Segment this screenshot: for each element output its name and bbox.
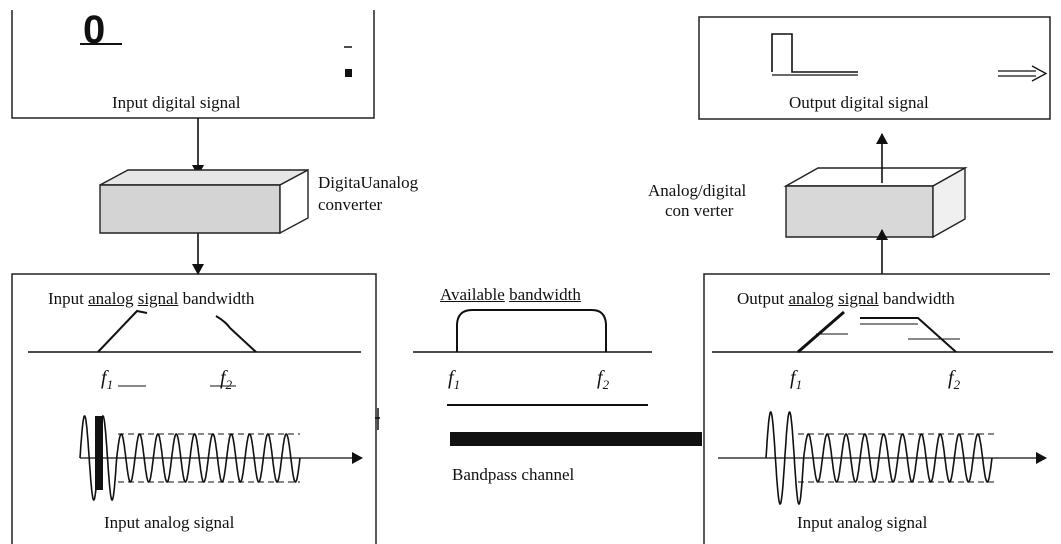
dac-block [99,168,309,235]
adc-label-line2: con verter [665,201,734,220]
right-band-rise [797,310,845,354]
channel-passband [456,309,607,352]
bandpass-channel-bar [450,432,702,446]
right-band-top [860,317,957,353]
right-analog-waveform [718,411,1047,505]
left-panel-caption: Input analog signal [104,513,235,532]
right-f2-label: f2 [948,367,961,392]
output-digital-signal-box [698,16,1051,120]
adc-block [783,166,968,239]
bandpass-channel-label: Bandpass channel [452,465,575,484]
input-digital-signal-label: Input digital signal [112,93,241,112]
pulse-waveform [771,33,858,76]
right-panel [703,273,1053,544]
right-f1-label: f1 [790,367,803,392]
dac-label-line2: converter [318,195,383,214]
left-band-rise [97,309,148,353]
left-panel-title: Input analog signal bandwidth [48,289,255,308]
left-analog-waveform [79,415,363,501]
left-f1-label: f1 [101,367,114,392]
middle-f2-label: f2 [597,367,610,392]
left-band-fall [215,315,257,353]
input-digital-signal-box [11,10,375,119]
right-panel-title: Output analog signal bandwidth [737,289,955,308]
left-panel [11,273,380,544]
double-arrow-icon [998,65,1048,82]
output-digital-signal-label: Output digital signal [789,93,929,112]
middle-channel [413,309,702,446]
right-panel-caption: Input analog signal [797,513,928,532]
middle-title: Available bandwidth [440,285,581,304]
adc-label-line1: Analog/digital [648,181,747,200]
dac-label-line1: DigitaUanalog [318,173,419,192]
middle-f1-label: f1 [448,367,461,392]
left-f2-label: f2 [220,367,233,392]
zero-glyph: 0 [83,8,106,52]
